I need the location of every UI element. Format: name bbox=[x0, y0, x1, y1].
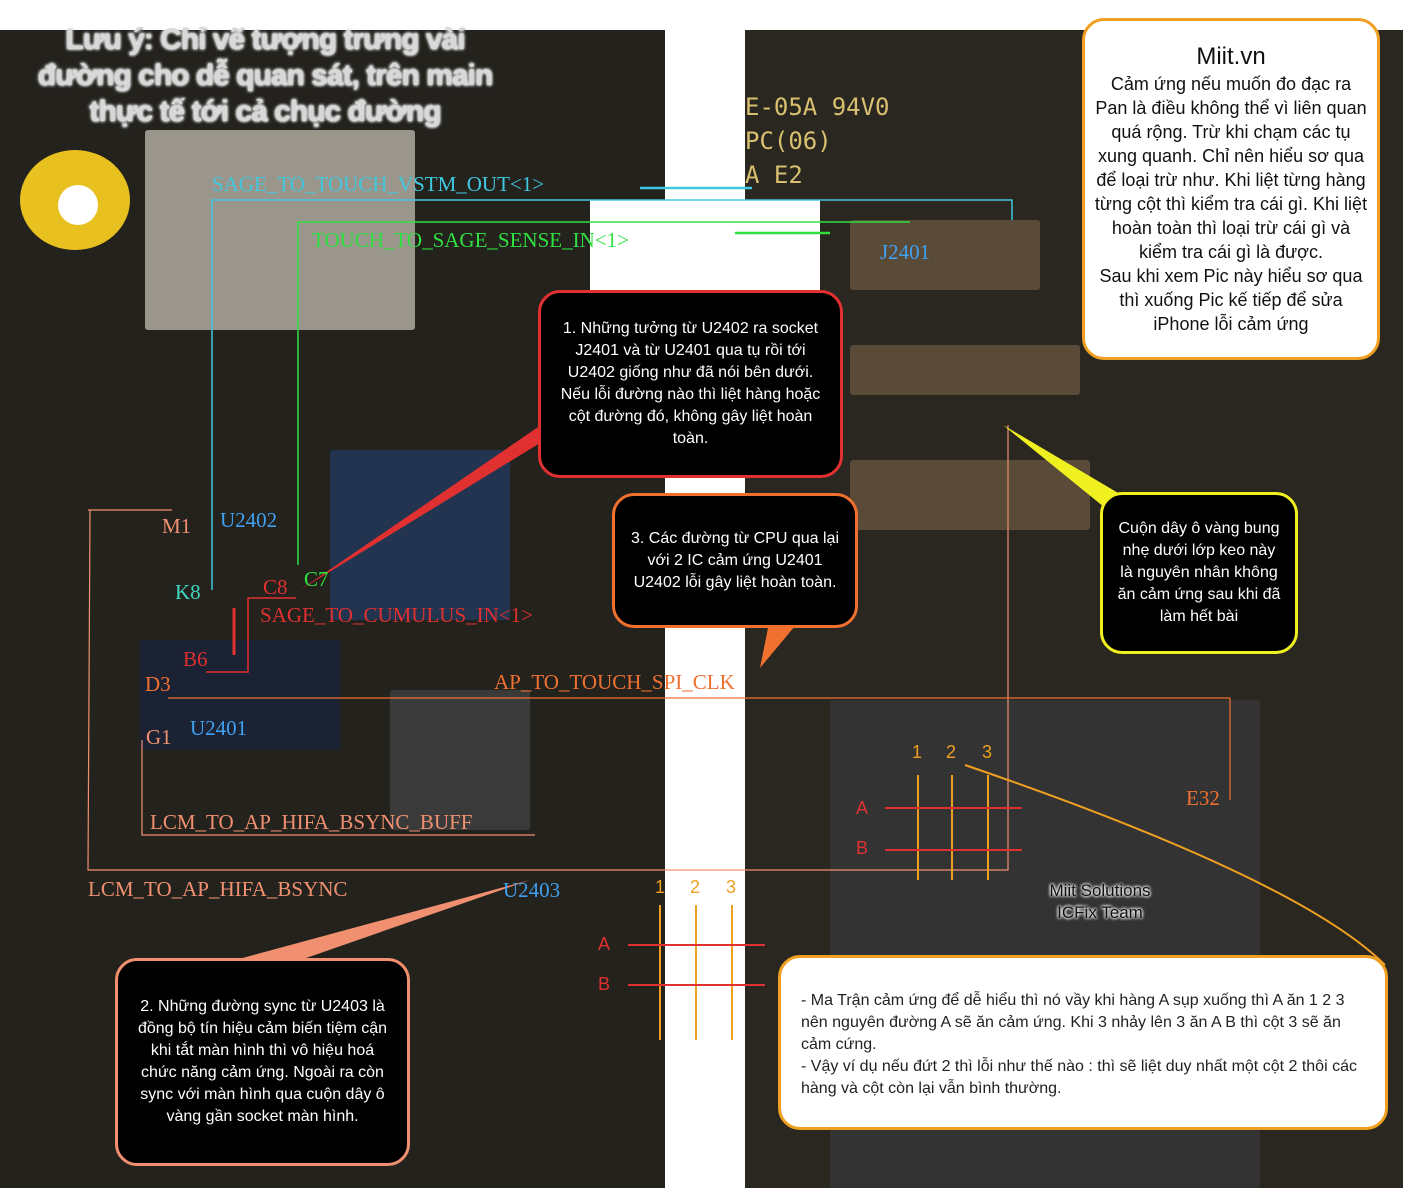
info-title: Miit.vn bbox=[1196, 43, 1266, 70]
matrix-col-3: 3 bbox=[982, 742, 993, 762]
pin-g1: G1 bbox=[146, 725, 172, 749]
connector bbox=[850, 220, 1040, 290]
connector bbox=[850, 345, 1080, 395]
pin-c7: C7 bbox=[304, 567, 329, 591]
matrix-col-1: 1 bbox=[912, 742, 923, 762]
connector bbox=[850, 460, 1090, 530]
component-j2401: J2401 bbox=[880, 240, 931, 264]
team-line-1: Miit Solutions bbox=[1049, 881, 1151, 900]
callout-coil: Cuộn dây ô vàng bung nhẹ dưới lớp keo nà… bbox=[1100, 492, 1298, 654]
pcb-mark-1: E-05A 94V0 bbox=[745, 93, 890, 121]
component-u2403: U2403 bbox=[503, 878, 561, 902]
matrix-row-a: A bbox=[856, 798, 869, 818]
u2401-chip bbox=[140, 640, 340, 750]
explain-box: - Ma Trận cảm ứng để dễ hiểu thì nó vầy … bbox=[778, 955, 1388, 1130]
team-line-2: ICFix Team bbox=[1057, 903, 1143, 922]
callout-1: 1. Những tưởng từ U2402 ra socket J2401 … bbox=[538, 290, 843, 478]
nsd-chip bbox=[390, 690, 530, 830]
pcb-mark: E-05A 94V0 PC(06) A E2 bbox=[745, 90, 890, 192]
signal-sage-to-touch: SAGE_TO_TOUCH_VSTM_OUT<1> bbox=[212, 172, 545, 196]
component-u2401: U2401 bbox=[190, 716, 248, 740]
pin-d3: D3 bbox=[145, 672, 171, 696]
board-gap bbox=[590, 200, 820, 295]
info-box: Miit.vn Cảm ứng nếu muốn đo đạc ra Pan l… bbox=[1082, 18, 1380, 360]
callout-2: 2. Những đường sync từ U2403 là đồng bộ … bbox=[115, 958, 410, 1166]
pin-b6: B6 bbox=[183, 647, 208, 671]
note-caption: Lưu ý: Chỉ vẽ tượng trưng vài đường cho … bbox=[37, 23, 493, 128]
matrix2-row-b: B bbox=[598, 974, 611, 994]
matrix-col-2: 2 bbox=[946, 742, 957, 762]
signal-sage-to-cumulus: SAGE_TO_CUMULUS_IN<1> bbox=[260, 603, 533, 627]
info-body: Cảm ứng nếu muốn đo đạc ra Pan là điều k… bbox=[1094, 74, 1368, 334]
matrix2-row-a: A bbox=[598, 934, 611, 954]
pcb-mark-3: A E2 bbox=[745, 161, 803, 189]
mounting-hole-center bbox=[58, 185, 98, 225]
nand-chip bbox=[145, 130, 415, 330]
matrix2-col-3: 3 bbox=[726, 877, 737, 897]
pin-k8: K8 bbox=[175, 580, 201, 604]
pin-e32: E32 bbox=[1186, 786, 1220, 810]
callout-3: 3. Các đường từ CPU qua lại với 2 IC cảm… bbox=[612, 493, 858, 628]
component-u2402: U2402 bbox=[220, 508, 278, 532]
matrix-row-b: B bbox=[856, 838, 869, 858]
matrix2-col-2: 2 bbox=[690, 877, 701, 897]
team-label: Miit Solutions ICFix Team bbox=[1030, 880, 1170, 924]
signal-ap-to-touch: AP_TO_TOUCH_SPI_CLK bbox=[494, 670, 735, 694]
signal-touch-to-sage: TOUCH_TO_SAGE_SENSE_IN<1> bbox=[312, 228, 629, 252]
signal-lcm: LCM_TO_AP_HIFA_BSYNC bbox=[88, 877, 348, 901]
matrix2-col-1: 1 bbox=[655, 877, 666, 897]
signal-lcm-buff: LCM_TO_AP_HIFA_BSYNC_BUFF bbox=[150, 810, 473, 834]
pin-c8: C8 bbox=[263, 575, 288, 599]
pin-m1: M1 bbox=[162, 514, 192, 538]
pcb-mark-2: PC(06) bbox=[745, 127, 832, 155]
